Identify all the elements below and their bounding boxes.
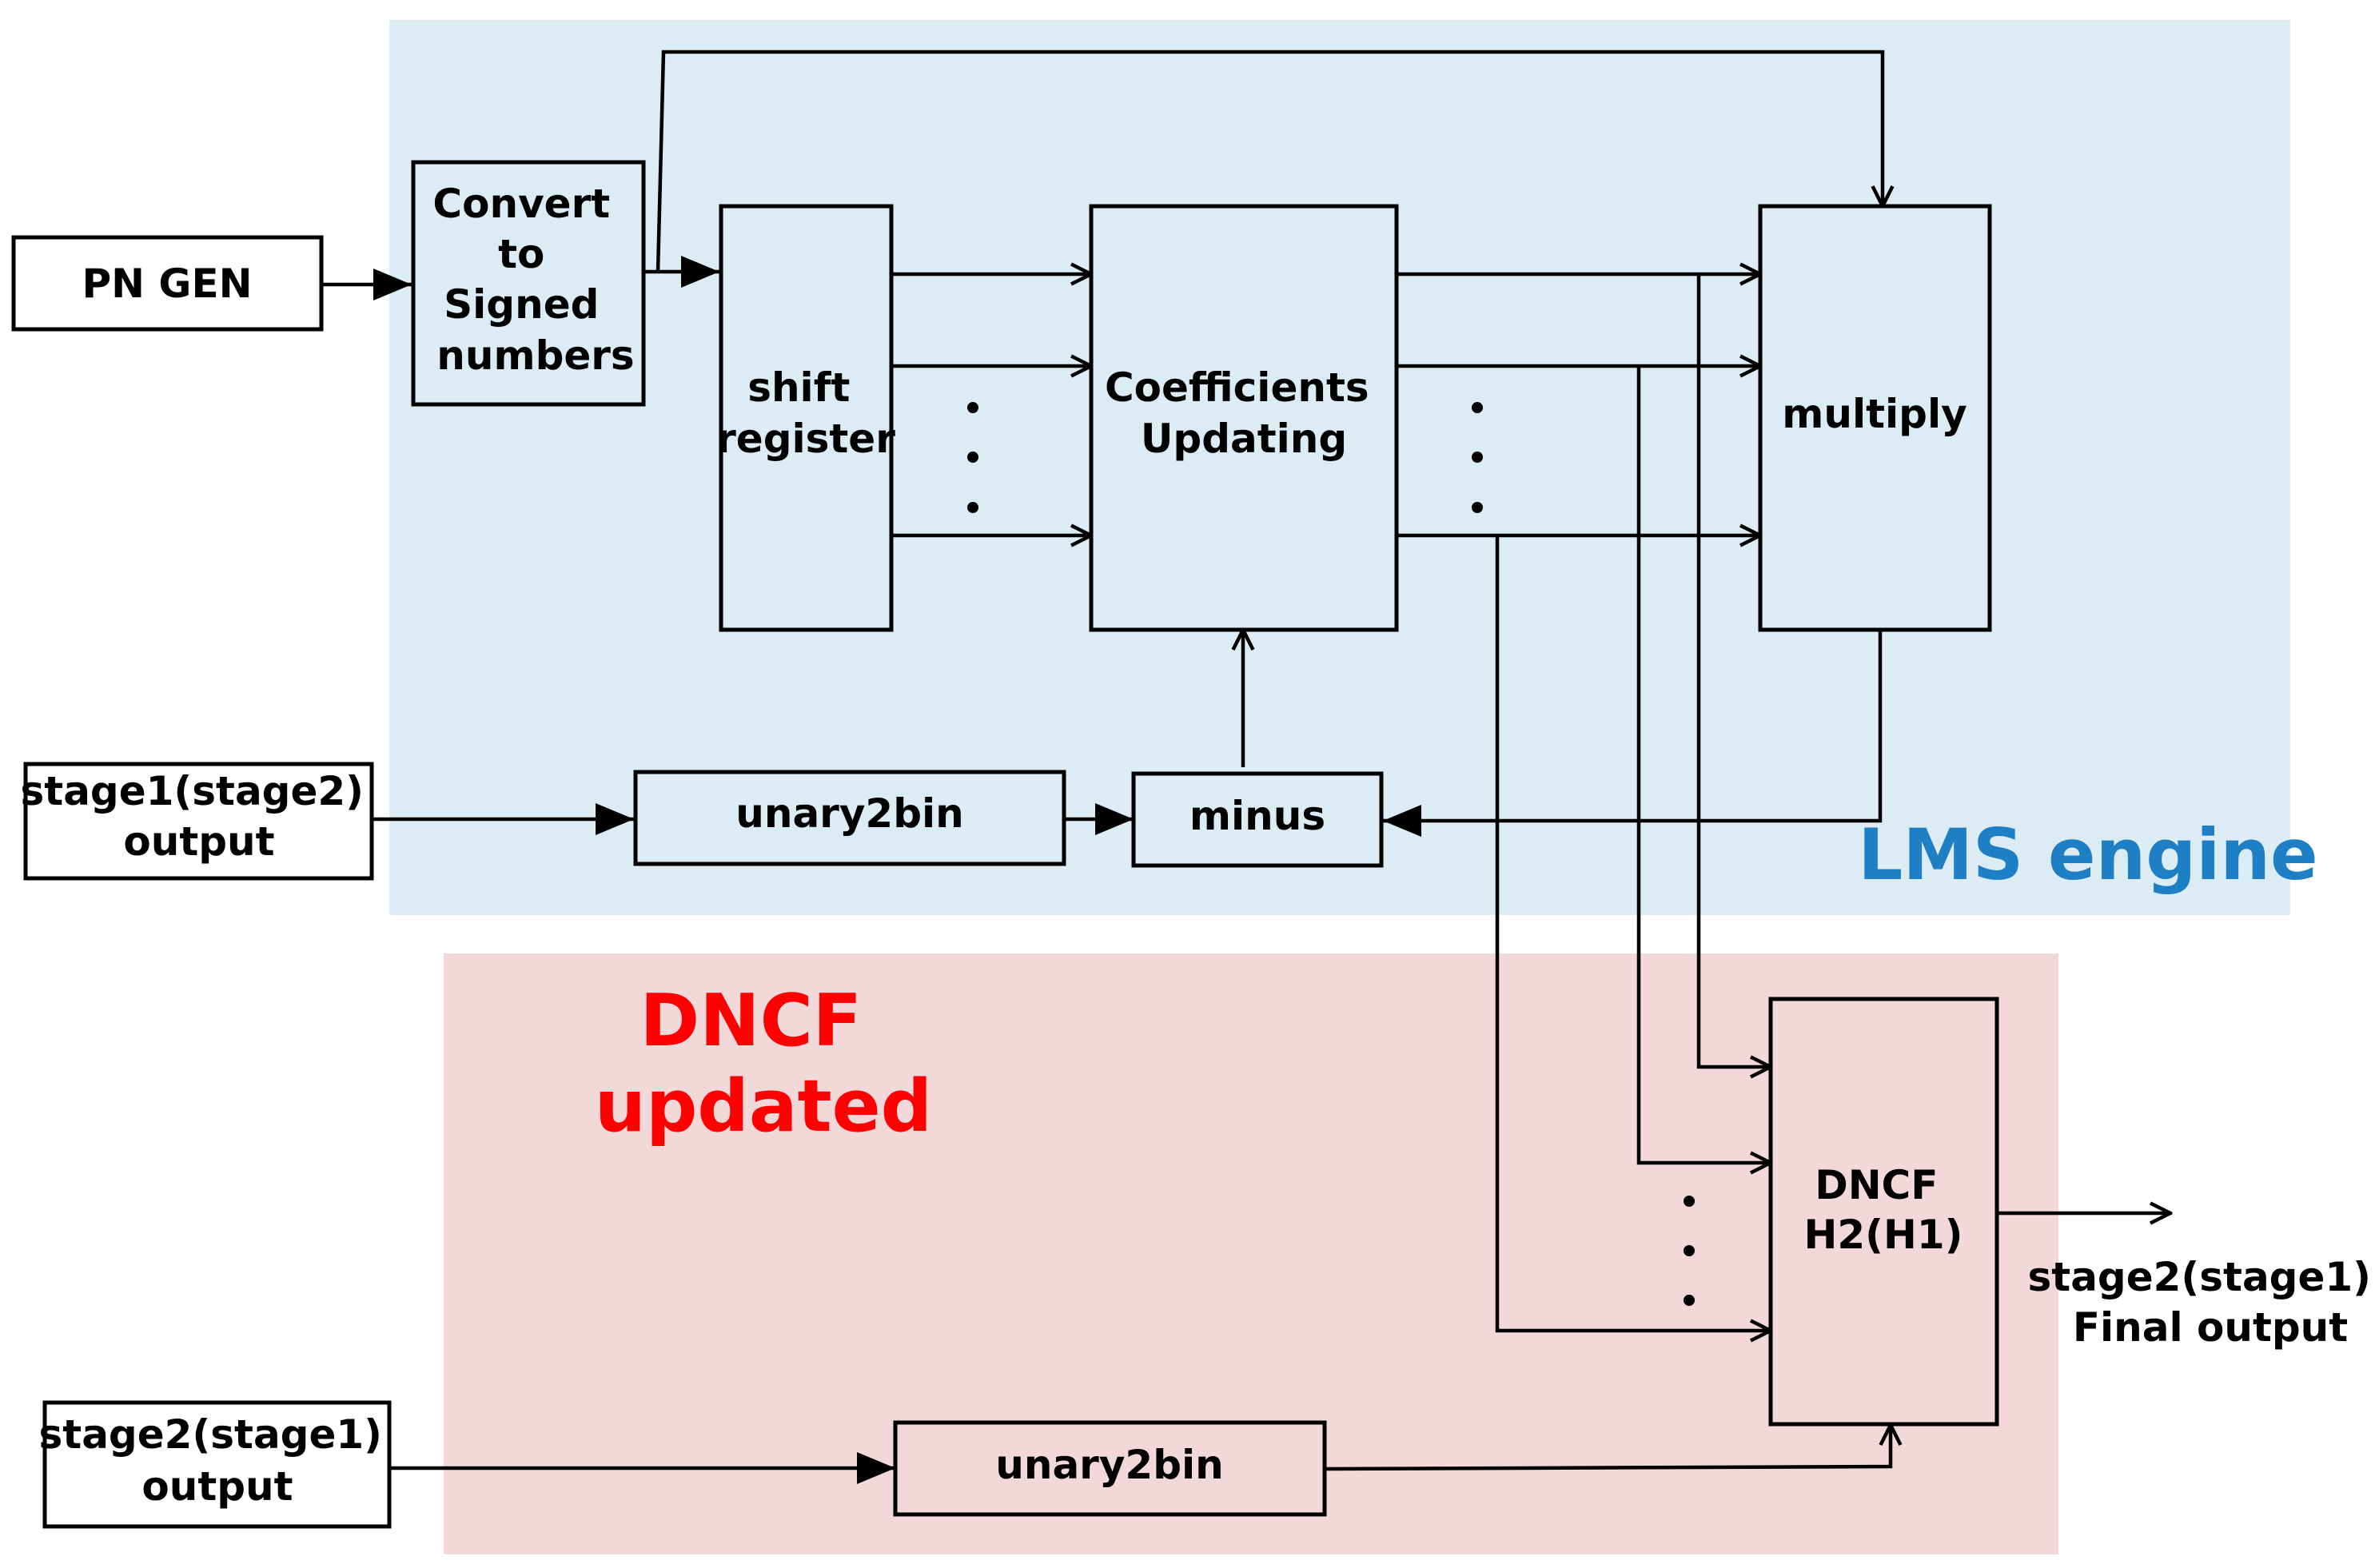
coefficients-label-1: Coefficients — [1105, 364, 1369, 411]
coefficients-updating-block: Coefficients Updating — [1089, 204, 1399, 632]
dncf-filter-block: DNCF H2(H1) — [1768, 997, 1999, 1427]
stage-input-top-label-2: output — [123, 818, 274, 865]
multiply-label: multiply — [1782, 391, 1967, 437]
shift-register-label-2: register — [716, 416, 895, 462]
shift-register-label-1: shift — [747, 364, 850, 411]
pn-gen-block: PN GEN — [11, 235, 324, 332]
svg-text:PN GEN: PN GEN — [82, 261, 253, 307]
final-output-label: stage2(stage1) Final output — [2028, 1254, 2375, 1351]
svg-text:DNCF H2(H1): DNCF H2(H1) — [1804, 1162, 1963, 1258]
final-output-line-1: stage2(stage1) — [2028, 1254, 2372, 1300]
wires — [322, 50, 2170, 1484]
convert-label-2: to — [498, 231, 544, 277]
ellipsis-dots-coefficients — [1472, 402, 1483, 513]
unary2bin-top-block: unary2bin — [633, 770, 1066, 866]
pn-gen-label: PN GEN — [82, 261, 253, 307]
dncf-title-line-1: DNCF — [640, 979, 863, 1063]
svg-text:unary2bin: unary2bin — [995, 1442, 1224, 1488]
stage-input-bottom-label-2: output — [141, 1463, 293, 1510]
final-output-line-2: Final output — [2073, 1304, 2348, 1351]
dncf-filter-label-1: DNCF — [1815, 1162, 1938, 1208]
stage-input-top-block: stage1(stage2) output — [21, 762, 378, 881]
stage-input-bottom-label-1: stage2(stage1) — [39, 1411, 383, 1458]
stage-input-bottom-block: stage2(stage1) output — [39, 1400, 396, 1529]
svg-text:Convert to Signed: Convert to Signed numbers — [432, 181, 634, 379]
ellipsis-dots-shift — [967, 402, 978, 513]
minus-label: minus — [1189, 793, 1325, 839]
svg-text:unary2bin: unary2bin — [735, 790, 964, 837]
unary2bin-bottom-label: unary2bin — [995, 1442, 1224, 1488]
convert-label-1: Convert — [432, 181, 610, 227]
convert-label-3: Signed — [444, 281, 599, 328]
minus-block: minus — [1131, 771, 1384, 868]
dncf-title-line-2: updated — [595, 1065, 932, 1148]
svg-text:multiply: multiply — [1782, 391, 1967, 437]
lms-engine-title: LMS engine — [1858, 814, 2317, 896]
shift-register-block: shift register — [716, 204, 895, 632]
stage-input-top-label-1: stage1(stage2) — [21, 768, 365, 814]
svg-text:stage2(stage1) output: stage2(stage1) output — [39, 1411, 396, 1510]
unary2bin-bottom-block: unary2bin — [893, 1420, 1327, 1517]
svg-text:shift register: shift register — [716, 364, 895, 462]
svg-text:minus: minus — [1189, 793, 1325, 839]
svg-text:stage1(stage2) output: stage1(stage2) output — [21, 768, 378, 865]
ellipsis-dots-dncf — [1684, 1196, 1695, 1306]
multiply-block: multiply — [1758, 204, 1992, 632]
dncf-updated-title: DNCF updated — [595, 979, 932, 1148]
convert-block: Convert to Signed numbers — [411, 160, 646, 407]
svg-text:Coefficients Updating: Coefficients Updating — [1105, 364, 1383, 462]
unary2bin-top-label: unary2bin — [735, 790, 964, 837]
coefficients-label-2: Updating — [1141, 416, 1347, 462]
dncf-filter-label-2: H2(H1) — [1804, 1212, 1963, 1258]
convert-label-4: numbers — [436, 332, 634, 379]
